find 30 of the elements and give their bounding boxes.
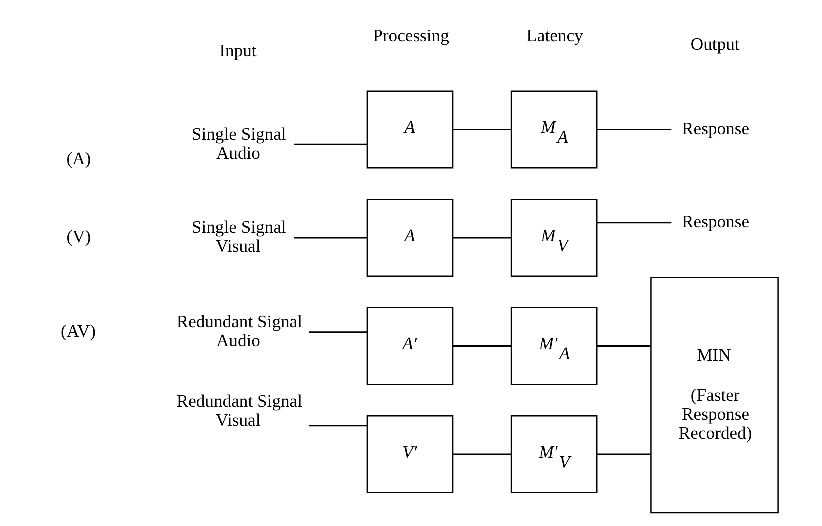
connector xyxy=(294,236,367,238)
label: Output xyxy=(690,34,740,54)
connector xyxy=(596,128,672,130)
connector xyxy=(452,128,511,130)
label: Latency xyxy=(526,24,583,45)
connector xyxy=(294,143,367,145)
connector xyxy=(452,236,511,238)
connector xyxy=(596,344,651,346)
connector xyxy=(596,453,651,455)
node-box: A′ xyxy=(366,306,454,385)
node-text: Response xyxy=(682,211,750,232)
node-text: Redundant Signal Audio xyxy=(176,311,302,350)
node-text: Response xyxy=(682,118,750,138)
node-box: V′ xyxy=(366,414,454,493)
connector xyxy=(308,424,367,426)
node-box: A xyxy=(366,90,454,168)
connector xyxy=(452,344,511,346)
connector xyxy=(452,453,511,455)
node-text: Single Signal Audio xyxy=(191,124,286,162)
node-box: MIN (Faster Response Recorded) xyxy=(650,276,778,514)
label: (AV) xyxy=(60,320,96,341)
connector xyxy=(596,222,672,224)
label: Processing xyxy=(372,24,449,45)
connector xyxy=(308,331,367,333)
label: (A) xyxy=(66,148,91,168)
node-box: A xyxy=(366,198,454,277)
node-text: Single Signal Visual xyxy=(191,216,286,256)
node-text: Redundant Signal Visual xyxy=(176,390,302,430)
label: Input xyxy=(219,40,256,60)
label: (V) xyxy=(66,226,91,246)
